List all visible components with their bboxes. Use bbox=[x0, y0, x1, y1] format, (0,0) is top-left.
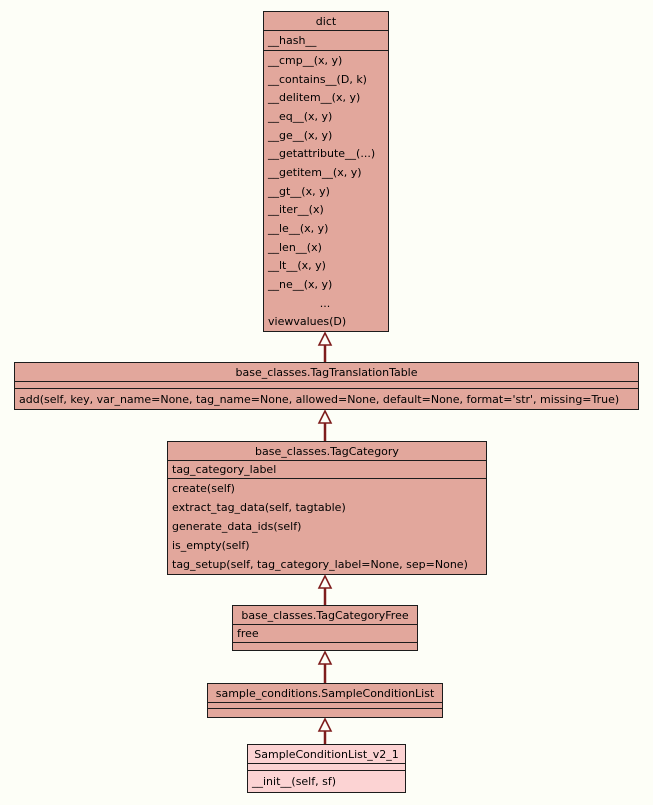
class-title: base_classes.TagCategoryFree bbox=[241, 608, 409, 622]
inheritance-arrow-icon bbox=[317, 717, 333, 744]
class-box-sample-condition-list: sample_conditions.SampleConditionList bbox=[207, 683, 443, 718]
method-row: extract_tag_data(self, tagtable) bbox=[172, 501, 346, 514]
method-row-ellipsis: ... bbox=[319, 296, 331, 310]
method-row: __contains__(D, k) bbox=[268, 72, 367, 86]
class-title: base_classes.TagTranslationTable bbox=[235, 365, 418, 379]
method-row: is_empty(self) bbox=[172, 539, 250, 552]
inheritance-arrow-icon bbox=[317, 650, 333, 683]
empty-attributes-compartment bbox=[208, 702, 442, 708]
method-row: __cmp__(x, y) bbox=[268, 53, 343, 67]
class-box-tag-category-free: base_classes.TagCategoryFree free bbox=[232, 605, 418, 651]
method-row: __init__(self, sf) bbox=[252, 775, 337, 788]
class-title: dict bbox=[315, 14, 337, 28]
method-row: __le__(x, y) bbox=[268, 221, 329, 235]
inheritance-arrow-icon bbox=[317, 574, 333, 605]
method-row: tag_setup(self, tag_category_label=None,… bbox=[172, 558, 468, 571]
method-row: __ge__(x, y) bbox=[268, 128, 333, 142]
method-row: viewvalues(D) bbox=[268, 315, 347, 329]
empty-methods-compartment bbox=[208, 708, 442, 717]
class-title: base_classes.TagCategory bbox=[255, 444, 399, 458]
inheritance-arrow-icon bbox=[317, 331, 333, 362]
method-row: __getattribute__(...) bbox=[268, 147, 376, 161]
method-row: generate_data_ids(self) bbox=[172, 520, 302, 533]
method-row: __iter__(x) bbox=[268, 203, 324, 217]
method-row: __lt__(x, y) bbox=[268, 259, 326, 273]
class-title: sample_conditions.SampleConditionList bbox=[215, 686, 435, 700]
method-row: add(self, key, var_name=None, tag_name=N… bbox=[19, 392, 620, 406]
method-row: __gt__(x, y) bbox=[268, 184, 330, 198]
attribute-row: free bbox=[237, 627, 259, 640]
method-row: __getitem__(x, y) bbox=[268, 165, 362, 179]
class-box-sample-condition-list-v2-1: SampleConditionList_v2_1 __init__(self, … bbox=[247, 744, 406, 793]
empty-attributes-compartment bbox=[248, 763, 405, 770]
empty-methods-compartment bbox=[233, 642, 417, 650]
class-box-tag-category: base_classes.TagCategory tag_category_la… bbox=[167, 441, 487, 575]
attribute-row: __hash__ bbox=[268, 34, 317, 47]
method-row: __ne__(x, y) bbox=[268, 277, 333, 291]
class-box-dict: dict __hash__ __cmp__(x, y) __contains__… bbox=[263, 11, 389, 332]
empty-attributes-compartment bbox=[15, 381, 638, 388]
class-title: SampleConditionList_v2_1 bbox=[254, 747, 399, 761]
method-row: __delitem__(x, y) bbox=[268, 91, 361, 105]
method-row: __eq__(x, y) bbox=[268, 109, 333, 123]
attribute-row: tag_category_label bbox=[172, 463, 277, 476]
class-box-tag-translation-table: base_classes.TagTranslationTable add(sel… bbox=[14, 362, 639, 410]
method-row: __len__(x) bbox=[268, 240, 322, 254]
method-row: create(self) bbox=[172, 482, 235, 495]
inheritance-arrow-icon bbox=[317, 409, 333, 441]
